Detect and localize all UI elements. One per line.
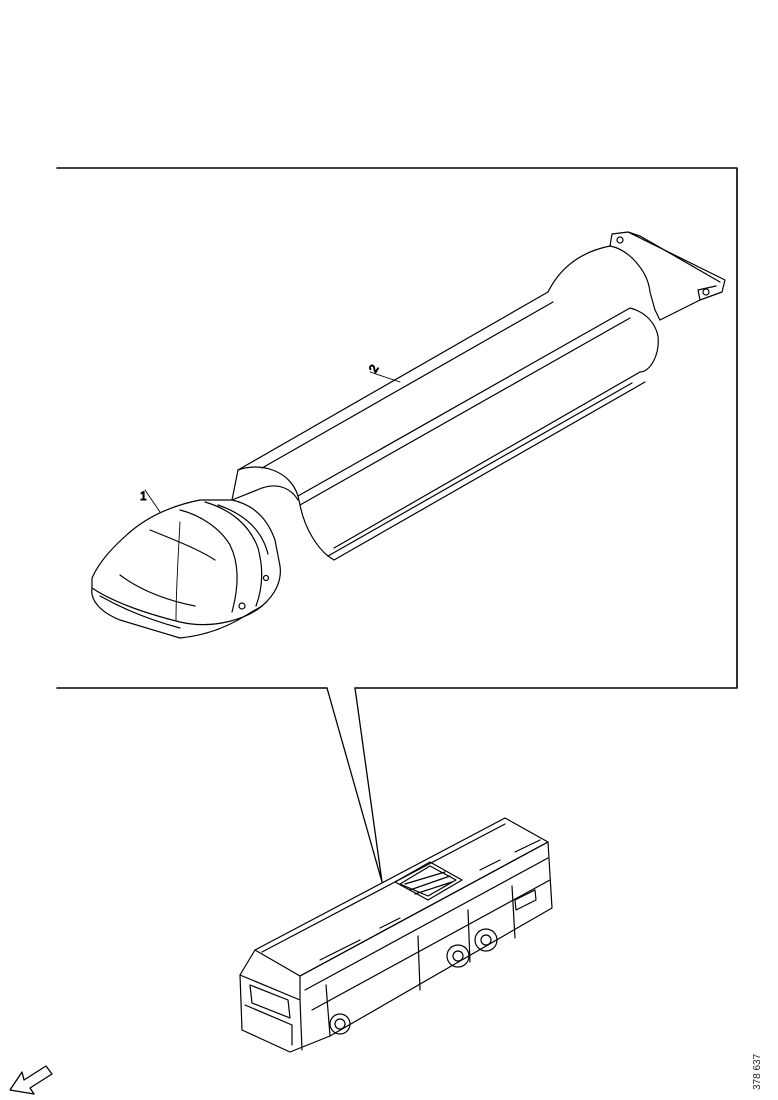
roof-duct-cover — [231, 231, 726, 561]
reference-code: 378 637 — [752, 1053, 763, 1090]
front-roof-cap — [91, 489, 281, 639]
callout-2: 2 — [366, 362, 382, 375]
detail-frame — [56, 167, 738, 883]
forward-arrow-icon — [9, 1065, 53, 1095]
bus-overview — [239, 817, 553, 1053]
callout-1: 1 — [140, 489, 147, 503]
